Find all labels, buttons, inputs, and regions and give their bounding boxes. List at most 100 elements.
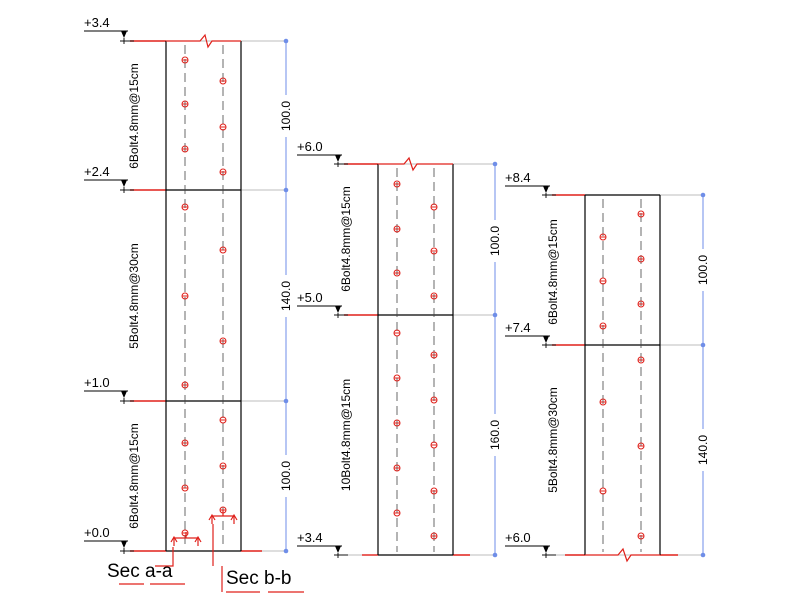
section-arrows xyxy=(170,510,238,546)
dim-label: 100.0 xyxy=(279,101,293,131)
bolt-spacing-label: 6Bolt4.8mm@15cm xyxy=(127,423,141,529)
bolt xyxy=(181,292,189,300)
bolt xyxy=(430,396,438,404)
bolt xyxy=(181,484,189,492)
bolt xyxy=(430,203,438,211)
level-label: +5.0 xyxy=(297,290,323,305)
level-label: +8.4 xyxy=(505,170,531,185)
extension-lines xyxy=(542,194,703,556)
level-marker: +0.0 xyxy=(84,525,134,554)
column-3: 100.0 140.0 6Bolt4.8mm@15cm 5Bolt4.8mm@3… xyxy=(505,170,712,563)
bolt xyxy=(393,464,401,472)
bolt xyxy=(181,100,189,108)
bolt xyxy=(637,210,645,218)
bolt xyxy=(430,487,438,495)
bolt xyxy=(393,419,401,427)
bolt xyxy=(181,529,189,537)
bolt xyxy=(219,462,227,470)
bolt xyxy=(181,145,189,153)
bolt-axes xyxy=(602,199,642,552)
bolt xyxy=(219,168,227,176)
bolts xyxy=(393,180,438,540)
bolt xyxy=(393,374,401,382)
section-label-a: Sec a-a xyxy=(107,561,173,582)
column-2: 100.0 160.0 6Bolt4.8mm@15cm 10Bolt4.8mm@… xyxy=(297,139,504,558)
bolt xyxy=(637,442,645,450)
extension-lines xyxy=(334,163,495,556)
bolt xyxy=(181,56,189,64)
bolt-spacing-label: 6Bolt4.8mm@15cm xyxy=(339,186,353,292)
section-labels: Sec a-a Sec b-b xyxy=(107,524,304,593)
level-label: +7.4 xyxy=(505,320,531,335)
bolt-spacing-label: 5Bolt4.8mm@30cm xyxy=(546,387,560,493)
bolt xyxy=(637,532,645,540)
bolt xyxy=(599,398,607,406)
bolt xyxy=(181,381,189,389)
dimension-chain: 100.0 140.0 100.0 xyxy=(277,38,295,554)
bolt xyxy=(393,225,401,233)
bolt xyxy=(599,322,607,330)
floor-ticks xyxy=(344,163,470,556)
bolt xyxy=(393,180,401,188)
bolt xyxy=(430,351,438,359)
level-triangle-icon xyxy=(121,180,127,187)
level-marker: +8.4 xyxy=(505,170,556,198)
level-label: +6.0 xyxy=(505,530,531,545)
dim-label: 140.0 xyxy=(696,435,710,465)
level-triangle-icon xyxy=(543,186,549,193)
bolt xyxy=(637,356,645,364)
level-triangle-icon xyxy=(335,306,341,313)
dim-label: 140.0 xyxy=(279,281,293,311)
bolt-spacing-label: 6Bolt4.8mm@15cm xyxy=(127,63,141,169)
level-label: +1.0 xyxy=(84,375,110,390)
bolt xyxy=(393,509,401,517)
bolt xyxy=(599,277,607,285)
floor-ticks xyxy=(552,194,678,556)
dim-label: 160.0 xyxy=(488,420,502,450)
bolt xyxy=(599,487,607,495)
level-marker: +3.4 xyxy=(84,15,134,44)
bolt xyxy=(219,123,227,131)
level-label: +2.4 xyxy=(84,164,110,179)
column-1: 100.0 140.0 100.0 6Bolt4.8mm@15cm 5Bolt4… xyxy=(84,15,295,554)
bolt xyxy=(181,203,189,211)
bolt xyxy=(219,77,227,85)
bolt xyxy=(430,441,438,449)
level-marker: +5.0 xyxy=(297,290,348,318)
level-triangle-icon xyxy=(335,155,341,162)
column-outline xyxy=(165,33,242,552)
level-label: +3.4 xyxy=(297,530,323,545)
bolts xyxy=(181,56,227,537)
bolt xyxy=(430,532,438,540)
bolt xyxy=(219,337,227,345)
bolt-spacing-label: 6Bolt4.8mm@15cm xyxy=(546,219,560,325)
level-marker: +3.4 xyxy=(297,530,348,558)
dim-label: 100.0 xyxy=(279,461,293,491)
bolt-spacing-label: 5Bolt4.8mm@30cm xyxy=(127,243,141,349)
bolt xyxy=(393,269,401,277)
level-marker: +6.0 xyxy=(297,139,348,167)
bolt-spacing-label: 10Bolt4.8mm@15cm xyxy=(339,379,353,491)
dim-label: 100.0 xyxy=(696,255,710,285)
bolt-axes xyxy=(396,168,435,552)
bolt xyxy=(219,246,227,254)
level-label: +6.0 xyxy=(297,139,323,154)
dim-label: 100.0 xyxy=(488,226,502,256)
level-triangle-icon xyxy=(335,546,341,553)
bolt xyxy=(637,300,645,308)
column-outline xyxy=(584,194,661,563)
bolt xyxy=(599,233,607,241)
level-triangle-icon xyxy=(121,31,127,38)
floor-ticks xyxy=(130,40,262,552)
bolt xyxy=(430,292,438,300)
bolt-axes xyxy=(184,45,224,548)
section-label-b: Sec b-b xyxy=(226,568,291,589)
level-label: +3.4 xyxy=(84,15,110,30)
level-triangle-icon xyxy=(543,336,549,343)
dimension-chain: 100.0 140.0 xyxy=(694,192,712,558)
bolt xyxy=(430,247,438,255)
bolt xyxy=(181,439,189,447)
bolt xyxy=(393,329,401,337)
extension-lines xyxy=(120,40,286,552)
